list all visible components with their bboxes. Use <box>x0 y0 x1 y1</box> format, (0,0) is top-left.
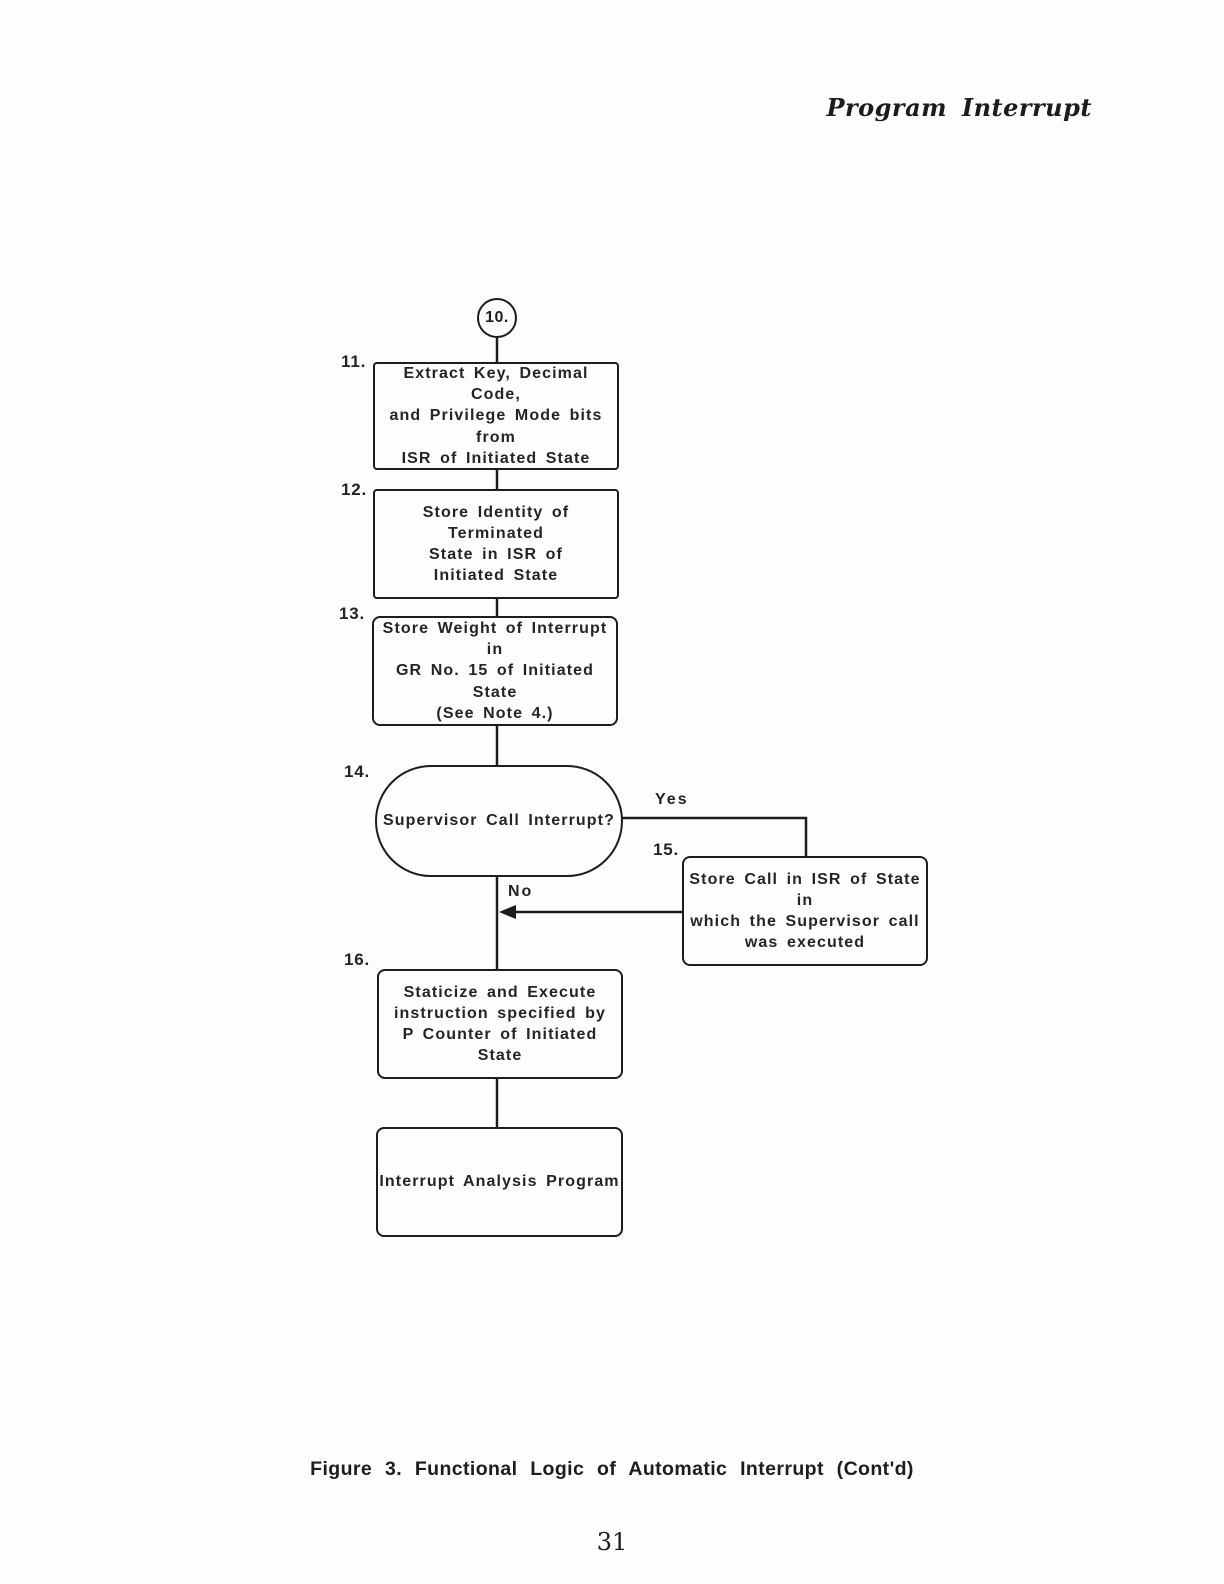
terminal-box: Interrupt Analysis Program <box>376 1127 623 1237</box>
process-box-15: Store Call in ISR of State in which the … <box>682 856 928 966</box>
decision-oval-14-text: Supervisor Call Interrupt? <box>383 812 615 830</box>
yes-label: Yes <box>655 791 689 808</box>
decision-oval-14: Supervisor Call Interrupt? <box>375 765 623 877</box>
process-box-12-text: Store Identity of Terminated State in IS… <box>422 503 570 585</box>
flow-circle-10: 10. <box>477 298 517 338</box>
process-box-13-text: Store Weight of Interrupt in GR No. 15 o… <box>382 620 608 722</box>
step-label-12: 12. <box>341 480 368 499</box>
step-label-14: 14. <box>344 762 371 781</box>
process-box-11-text: Extract Key, Decimal Code, and Privilege… <box>389 365 603 467</box>
no-arrowhead <box>499 905 516 919</box>
flow-circle-10-label: 10. <box>485 309 509 326</box>
step-label-13: 13. <box>339 604 366 623</box>
figure-caption: Figure 3. Functional Logic of Automatic … <box>310 1458 914 1480</box>
step-label-15: 15. <box>653 840 680 859</box>
process-box-16: Staticize and Execute instruction specif… <box>377 969 623 1079</box>
step-label-16: 16. <box>344 950 371 969</box>
process-box-15-text: Store Call in ISR of State in which the … <box>689 870 921 952</box>
no-label: No <box>508 883 534 900</box>
connector-line-yes-branch <box>622 816 808 858</box>
process-box-11: Extract Key, Decimal Code, and Privilege… <box>373 362 619 470</box>
page-number: 31 <box>596 1528 628 1556</box>
running-header: Program Interrupt <box>826 93 1092 122</box>
step-label-11: 11. <box>341 352 367 371</box>
process-box-16-text: Staticize and Execute instruction specif… <box>394 983 606 1065</box>
process-box-13: Store Weight of Interrupt in GR No. 15 o… <box>372 616 618 726</box>
process-box-12: Store Identity of Terminated State in IS… <box>373 489 619 599</box>
terminal-box-text: Interrupt Analysis Program <box>379 1173 620 1191</box>
